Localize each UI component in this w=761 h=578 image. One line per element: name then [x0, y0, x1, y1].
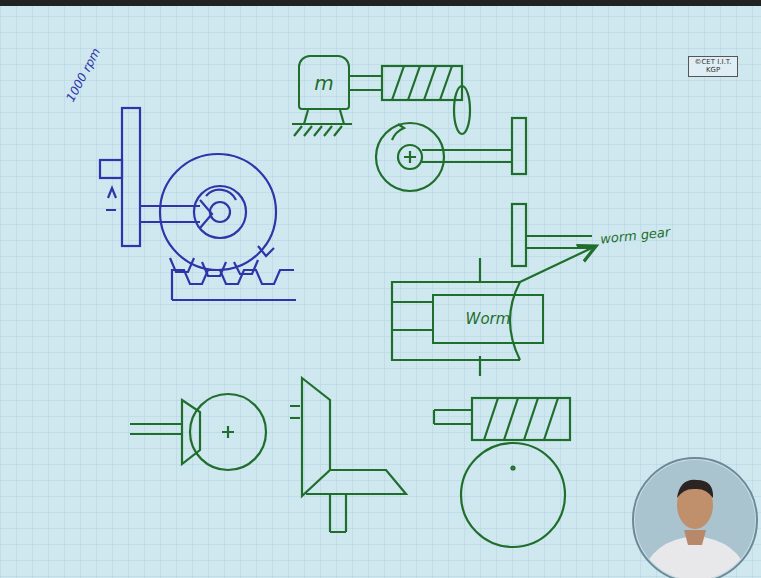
node-text: ©CET I.I.T. KGP: [693, 59, 733, 74]
rack-pinion-sketch: [100, 108, 296, 300]
bevel-gear-sketch: [130, 378, 570, 547]
motor-worm-sketch: [292, 66, 592, 266]
speed-label: 1000 rpm: [63, 46, 103, 104]
watermark-box: ©CET I.I.T. KGP: [688, 56, 738, 77]
worm-housing-sketch: [392, 246, 596, 376]
part-name: worm gear: [599, 224, 670, 246]
motor-box: m: [298, 55, 350, 110]
presenter-inset: [633, 458, 757, 578]
node-text: m: [314, 72, 333, 94]
node-text: Worm: [466, 311, 511, 328]
worm-box: Worm: [432, 294, 544, 344]
